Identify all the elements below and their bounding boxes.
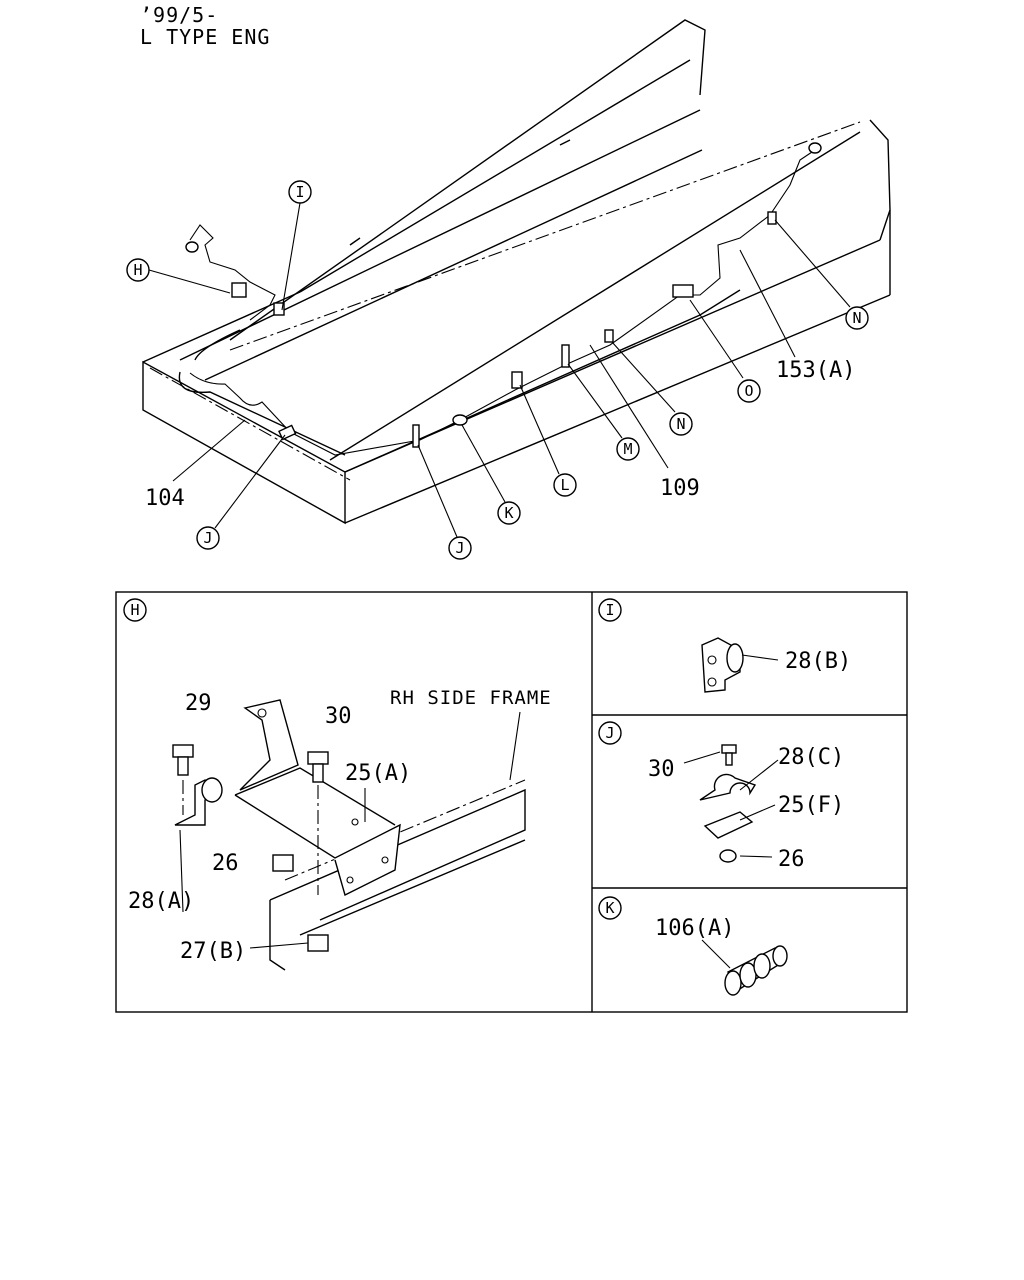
label-106a: 106(A)	[655, 916, 734, 941]
callout-I: I	[288, 180, 312, 204]
callout-N-right: N	[845, 306, 869, 330]
frame-assembly-view: H I J J K L M N O N 104 109 153(A)	[126, 19, 891, 560]
callout-M: M	[616, 437, 640, 461]
header-engine-type: L TYPE ENG	[140, 25, 270, 49]
svg-text:J: J	[605, 724, 614, 742]
label-30: 30	[325, 704, 352, 729]
callout-H: H	[126, 258, 150, 282]
rh-side-frame-label: RH SIDE FRAME	[390, 687, 552, 709]
label-25f: 25(F)	[778, 793, 844, 818]
svg-text:H: H	[130, 601, 139, 619]
detail-tag-J: J	[598, 721, 622, 745]
detail-tag-K: K	[598, 896, 622, 920]
svg-text:M: M	[623, 440, 632, 458]
label-153a: 153(A)	[776, 358, 855, 383]
detail-tag-H: H	[123, 598, 147, 622]
label-25a: 25(A)	[345, 761, 411, 786]
bolt-29-shape	[172, 744, 194, 776]
label-29: 29	[185, 691, 212, 716]
svg-text:I: I	[605, 601, 614, 619]
callout-O: O	[737, 379, 761, 403]
fitting-106a-shape	[724, 945, 788, 996]
svg-text:J: J	[455, 539, 464, 557]
detail-grid	[115, 591, 908, 1013]
detail-K: K 106(A)	[598, 896, 788, 996]
svg-text:O: O	[744, 382, 753, 400]
svg-text:K: K	[504, 504, 513, 522]
callout-K: K	[497, 501, 521, 525]
svg-text:I: I	[295, 183, 304, 201]
bolt-30-shape	[307, 751, 329, 783]
label-28c: 28(C)	[778, 745, 844, 770]
svg-text:H: H	[133, 261, 142, 279]
header-date: ’99/5-	[140, 3, 218, 27]
label-26: 26	[212, 851, 239, 876]
svg-text:L: L	[560, 476, 569, 494]
label-104: 104	[145, 486, 185, 511]
detail-J: J 30 28(C) 25(F) 26	[598, 721, 844, 872]
detail-I: I 28(B)	[598, 598, 851, 693]
detail-H: H RH SIDE FRAME 29 30 25(A) 26	[123, 598, 552, 971]
label-j-26: 26	[778, 847, 805, 872]
label-27b: 27(B)	[180, 939, 246, 964]
svg-text:K: K	[605, 899, 614, 917]
label-109: 109	[660, 476, 700, 501]
svg-text:N: N	[852, 309, 861, 327]
label-28a: 28(A)	[128, 889, 194, 914]
label-j-30: 30	[648, 757, 675, 782]
label-28b: 28(B)	[785, 649, 851, 674]
callout-J-center: J	[448, 536, 472, 560]
detail-tag-I: I	[598, 598, 622, 622]
callout-N-center: N	[669, 412, 693, 436]
svg-text:N: N	[676, 415, 685, 433]
callout-J-left: J	[196, 526, 220, 550]
callout-L: L	[553, 473, 577, 497]
svg-text:J: J	[203, 529, 212, 547]
